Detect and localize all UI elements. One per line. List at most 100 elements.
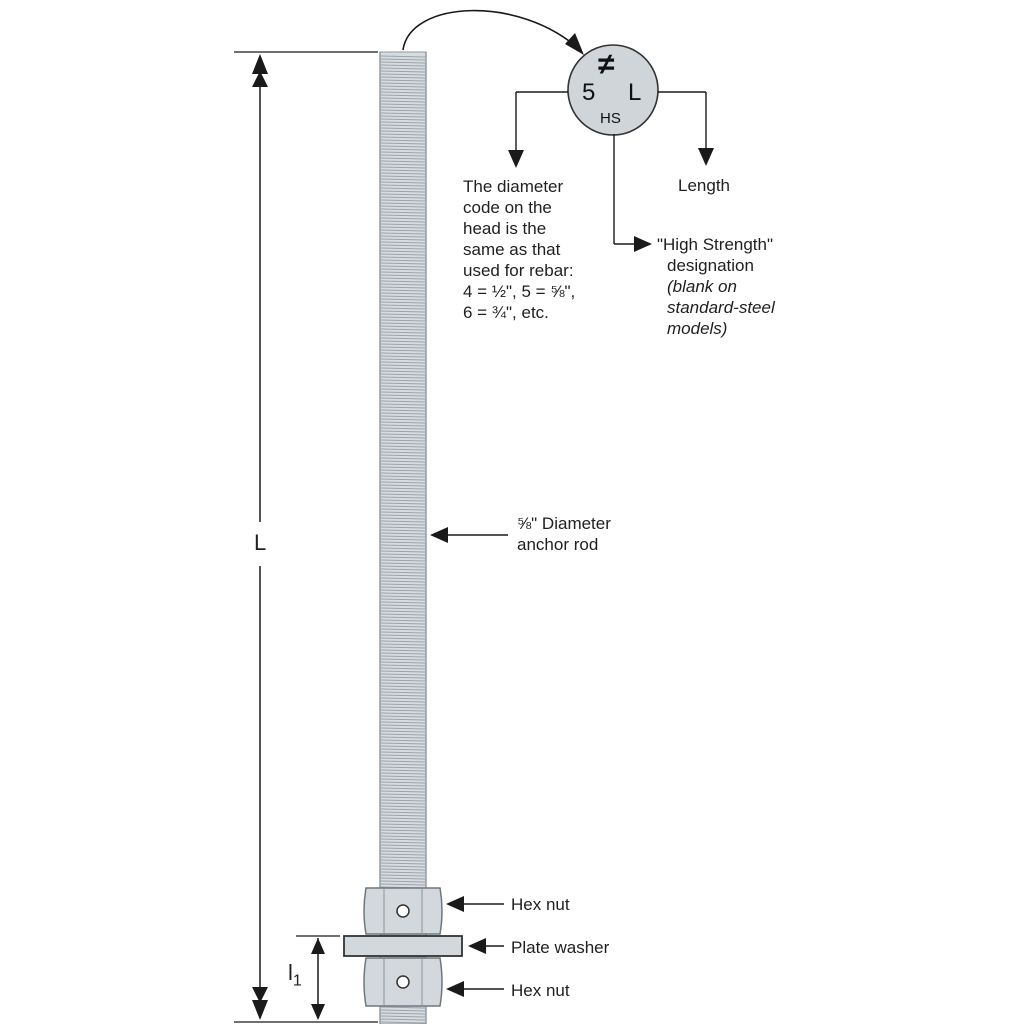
- thread-line: [380, 508, 426, 511]
- thread-line: [380, 613, 426, 616]
- thread-line: [380, 235, 426, 238]
- thread-line: [380, 466, 426, 469]
- thread-line: [380, 172, 426, 175]
- embed-length-letter: l: [288, 960, 293, 985]
- thread-line: [380, 208, 426, 211]
- head-diameter-code: 5: [582, 79, 596, 106]
- thread-line: [380, 64, 426, 67]
- thread-line: [380, 667, 426, 670]
- thread-line: [380, 676, 426, 679]
- rod-label: ⅝" Diameter anchor rod: [517, 513, 611, 555]
- thread-line: [380, 265, 426, 268]
- thread-line: [380, 790, 426, 793]
- thread-line: [380, 529, 426, 532]
- thread-line: [380, 241, 426, 244]
- thread-line: [380, 748, 426, 751]
- thread-line: [380, 847, 426, 850]
- thread-line: [380, 70, 426, 73]
- thread-line: [380, 433, 426, 436]
- thread-line: [380, 700, 426, 703]
- thread-line: [380, 556, 426, 559]
- thread-line: [380, 520, 426, 523]
- thread-line: [380, 82, 426, 85]
- thread-line: [380, 808, 426, 811]
- thread-line: [380, 424, 426, 427]
- hex-nut-top: [363, 887, 443, 935]
- thread-line: [380, 223, 426, 226]
- thread-line: [380, 619, 426, 622]
- thread-line: [380, 94, 426, 97]
- thread-line: [380, 721, 426, 724]
- thread-line: [380, 832, 426, 835]
- thread-line: [380, 274, 426, 277]
- thread-line: [380, 334, 426, 337]
- thread-line: [380, 439, 426, 442]
- thread-line: [380, 541, 426, 544]
- thread-line: [380, 160, 426, 163]
- thread-line: [380, 598, 426, 601]
- thread-line: [380, 526, 426, 529]
- thread-line: [380, 322, 426, 325]
- thread-line: [380, 262, 426, 265]
- thread-line: [380, 499, 426, 502]
- thread-line: [380, 367, 426, 370]
- thread-line: [380, 730, 426, 733]
- thread-line: [380, 736, 426, 739]
- high-strength-note-line: (blank on: [667, 277, 737, 296]
- thread-line: [380, 586, 426, 589]
- thread-line: [380, 97, 426, 100]
- thread-line: [380, 727, 426, 730]
- thread-line: [380, 805, 426, 808]
- nut-hole-top: [396, 904, 410, 918]
- thread-line: [380, 100, 426, 103]
- thread-line: [380, 820, 426, 823]
- thread-line: [380, 835, 426, 838]
- thread-line: [380, 157, 426, 160]
- thread-line: [380, 421, 426, 424]
- note-line: same as that: [463, 240, 561, 259]
- thread-line: [380, 415, 426, 418]
- length-label: Length: [678, 176, 730, 195]
- hex-nut-top-pointer: [446, 896, 504, 912]
- plate-washer: [343, 935, 463, 957]
- thread-line: [380, 205, 426, 208]
- thread-line: [380, 580, 426, 583]
- thread-line: [380, 115, 426, 118]
- thread-line: [380, 658, 426, 661]
- note-line: code on the: [463, 198, 552, 217]
- thread-line: [380, 628, 426, 631]
- head-strength-code: HS: [600, 110, 621, 127]
- thread-line: [380, 688, 426, 691]
- thread-line: [380, 853, 426, 856]
- thread-line: [380, 382, 426, 385]
- thread-line: [380, 109, 426, 112]
- thread-line: [380, 112, 426, 115]
- thread-line: [380, 865, 426, 868]
- thread-line: [380, 802, 426, 805]
- thread-line: [380, 1018, 426, 1021]
- length-code-pointer: [658, 91, 714, 166]
- thread-line: [380, 85, 426, 88]
- thread-line: [380, 307, 426, 310]
- thread-line: [380, 55, 426, 58]
- thread-line: [380, 478, 426, 481]
- thread-line: [380, 454, 426, 457]
- thread-line: [380, 766, 426, 769]
- thread-line: [380, 379, 426, 382]
- thread-line: [380, 616, 426, 619]
- thread-line: [380, 823, 426, 826]
- thread-line: [380, 745, 426, 748]
- thread-line: [380, 166, 426, 169]
- rod-label-line: anchor rod: [517, 535, 599, 554]
- thread-line: [380, 814, 426, 817]
- thread-line: [380, 517, 426, 520]
- thread-line: [380, 58, 426, 61]
- thread-line: [380, 142, 426, 145]
- thread-line: [380, 718, 426, 721]
- strength-code-pointer: [613, 134, 652, 252]
- thread-line: [380, 355, 426, 358]
- thread-line: [380, 127, 426, 130]
- thread-line: [380, 880, 426, 883]
- thread-line: [380, 193, 426, 196]
- diameter-code-note: The diameter code on the head is the sam…: [463, 176, 575, 323]
